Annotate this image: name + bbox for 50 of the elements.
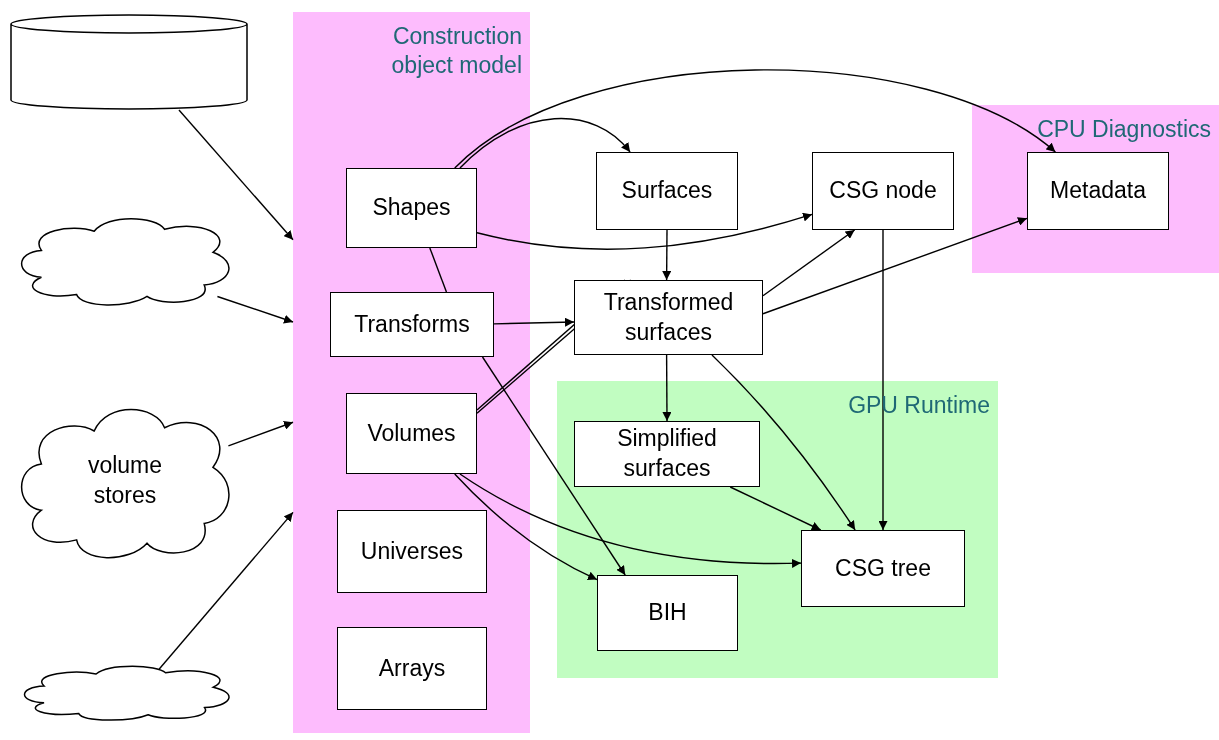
node-label: Universes [360,536,464,566]
node-label: BIH [648,598,687,628]
process-box [337,510,487,593]
process-box [596,152,738,230]
arrow [662,229,672,281]
arrow [762,217,1028,315]
arrow [178,109,294,241]
process-box [812,152,954,230]
arrow [158,511,294,670]
node-label: Volumes [367,418,456,448]
arrow [711,354,856,531]
group-panel [972,105,1219,273]
arrow [493,317,575,327]
arrow [729,486,822,531]
process-box [346,168,477,248]
arrow [454,69,1057,169]
group-panel [557,381,998,678]
process-box [574,280,763,355]
node-label: CSG node [829,176,937,206]
arrow [481,356,626,576]
process-box [1027,152,1169,230]
group-title: Construction object model [390,22,522,80]
database-cylinder [10,14,248,110]
node-label: volume stores [86,450,164,510]
node-label: CSG tree [835,553,931,583]
arrow [662,354,672,422]
arrow [227,421,294,447]
node-label: Simplified surfaces [616,424,718,483]
process-box [337,627,487,710]
arrow [216,295,294,324]
node-label: Transforms [354,309,470,339]
arrow [459,473,802,568]
process-box [801,530,965,607]
connector-line [429,247,448,293]
node-label: Arrays [378,653,446,683]
node-label: Metadata [1050,176,1146,206]
arrow [476,212,813,250]
process-box [574,421,760,487]
group-title: CPU Diagnostics [1037,115,1211,144]
arrow [762,229,856,297]
node-label: Surfaces [621,176,713,206]
group-panel [293,12,530,733]
arrow [878,229,888,531]
process-box [597,575,738,651]
arrow [454,473,598,581]
node-label: Transformed surfaces [602,287,735,347]
process-box [346,393,477,474]
node-label: Shapes [372,193,451,223]
arrow [459,118,631,169]
process-box [330,292,494,357]
